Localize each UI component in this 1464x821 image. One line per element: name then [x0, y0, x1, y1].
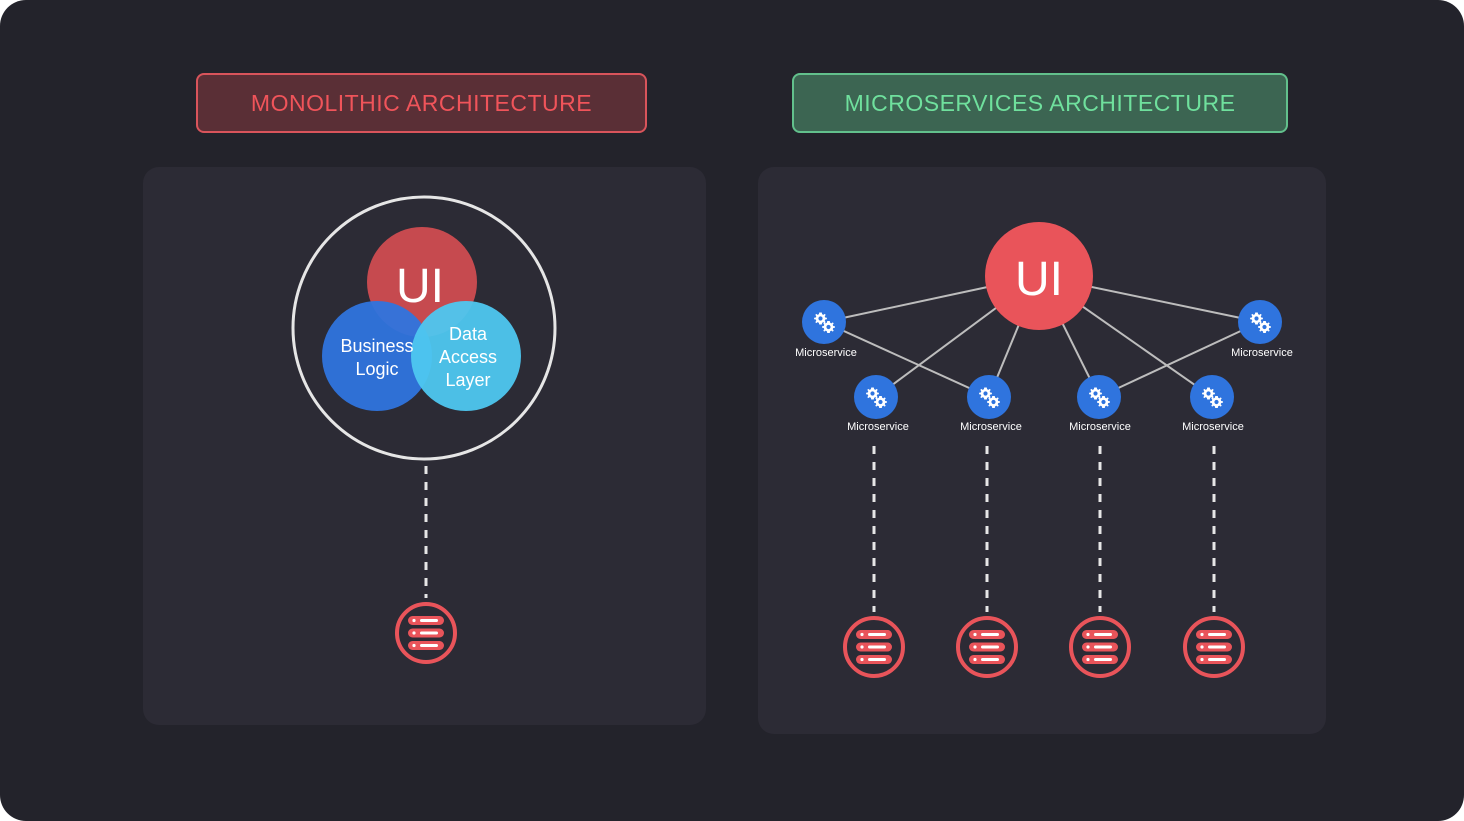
database-icon	[843, 616, 905, 678]
business-logic-label-line2: Logic	[355, 359, 398, 379]
data-access-label-line1: Data	[449, 324, 488, 344]
business-logic-circle	[322, 301, 432, 411]
database-icon	[956, 616, 1018, 678]
business-logic-label-line1: Business	[340, 336, 413, 356]
microservice-node-top-left: Microservice	[795, 300, 857, 359]
data-access-label-line3: Layer	[445, 370, 490, 390]
microservices-title: MICROSERVICES ARCHITECTURE	[792, 73, 1288, 133]
service-db-connectors	[872, 446, 1216, 612]
microservice-label: Microservice	[960, 421, 1022, 433]
microservice-label: Microservice	[847, 421, 909, 433]
microservice-node-3: Microservice	[1069, 375, 1131, 433]
database-icon	[1183, 616, 1245, 678]
monolithic-title: MONOLITHIC ARCHITECTURE	[196, 73, 647, 133]
database-icon	[395, 602, 457, 664]
microservice-node-1: Microservice	[847, 375, 909, 433]
microservice-label: Microservice	[795, 347, 857, 359]
microservice-node-top-right: Microservice	[1231, 300, 1293, 359]
data-access-label-line2: Access	[439, 347, 497, 367]
database-icon	[1069, 616, 1131, 678]
microservice-node-4: Microservice	[1182, 375, 1244, 433]
monolith-boundary	[291, 195, 557, 461]
microservice-label: Microservice	[1231, 347, 1293, 359]
data-access-layer-circle	[411, 301, 521, 411]
microservice-label: Microservice	[1069, 421, 1131, 433]
ui-label: UI	[396, 260, 444, 313]
ui-node	[985, 222, 1093, 330]
microservice-label: Microservice	[1182, 421, 1244, 433]
ui-node-label: UI	[1015, 253, 1063, 306]
microservice-node-2: Microservice	[960, 375, 1022, 433]
